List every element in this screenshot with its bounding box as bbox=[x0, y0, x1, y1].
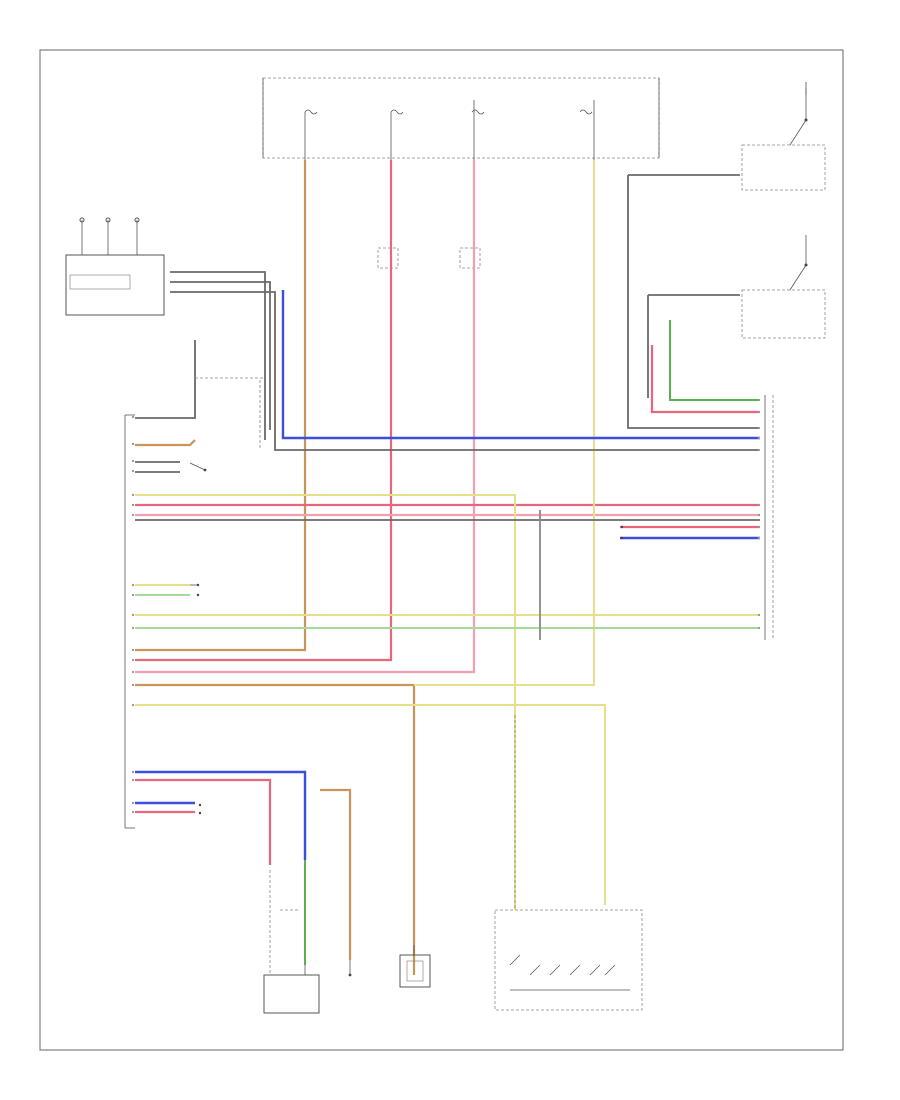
wire-red bbox=[135, 160, 760, 865]
wire-green bbox=[135, 320, 760, 965]
diagram-frame bbox=[39, 49, 844, 1051]
switch-symbol-2 bbox=[190, 583, 200, 597]
left-switch-assembly bbox=[65, 217, 165, 316]
junction-block-2 bbox=[459, 247, 481, 269]
bottom-ground-wire bbox=[348, 960, 352, 977]
dashed-ground-lines bbox=[195, 377, 516, 910]
module-pin-marks bbox=[132, 416, 134, 813]
switch-symbol-4 bbox=[620, 525, 624, 540]
bottom-left-connector bbox=[263, 870, 320, 1014]
wire-gray bbox=[135, 174, 760, 640]
bottom-sensor bbox=[399, 945, 431, 988]
fuse-relay-box bbox=[262, 77, 660, 160]
right-module-bracket bbox=[764, 395, 774, 640]
switch-symbol-3 bbox=[198, 803, 202, 815]
right-module-pin-marks bbox=[758, 399, 760, 629]
turn-relay-top bbox=[741, 82, 826, 191]
switch-symbol-1 bbox=[189, 462, 207, 472]
shift-lock-switch bbox=[494, 909, 643, 1011]
turn-relay-bottom bbox=[741, 235, 826, 339]
junction-block-1 bbox=[377, 247, 399, 269]
wire-blue bbox=[135, 290, 760, 860]
transmitter-module bbox=[124, 414, 135, 829]
